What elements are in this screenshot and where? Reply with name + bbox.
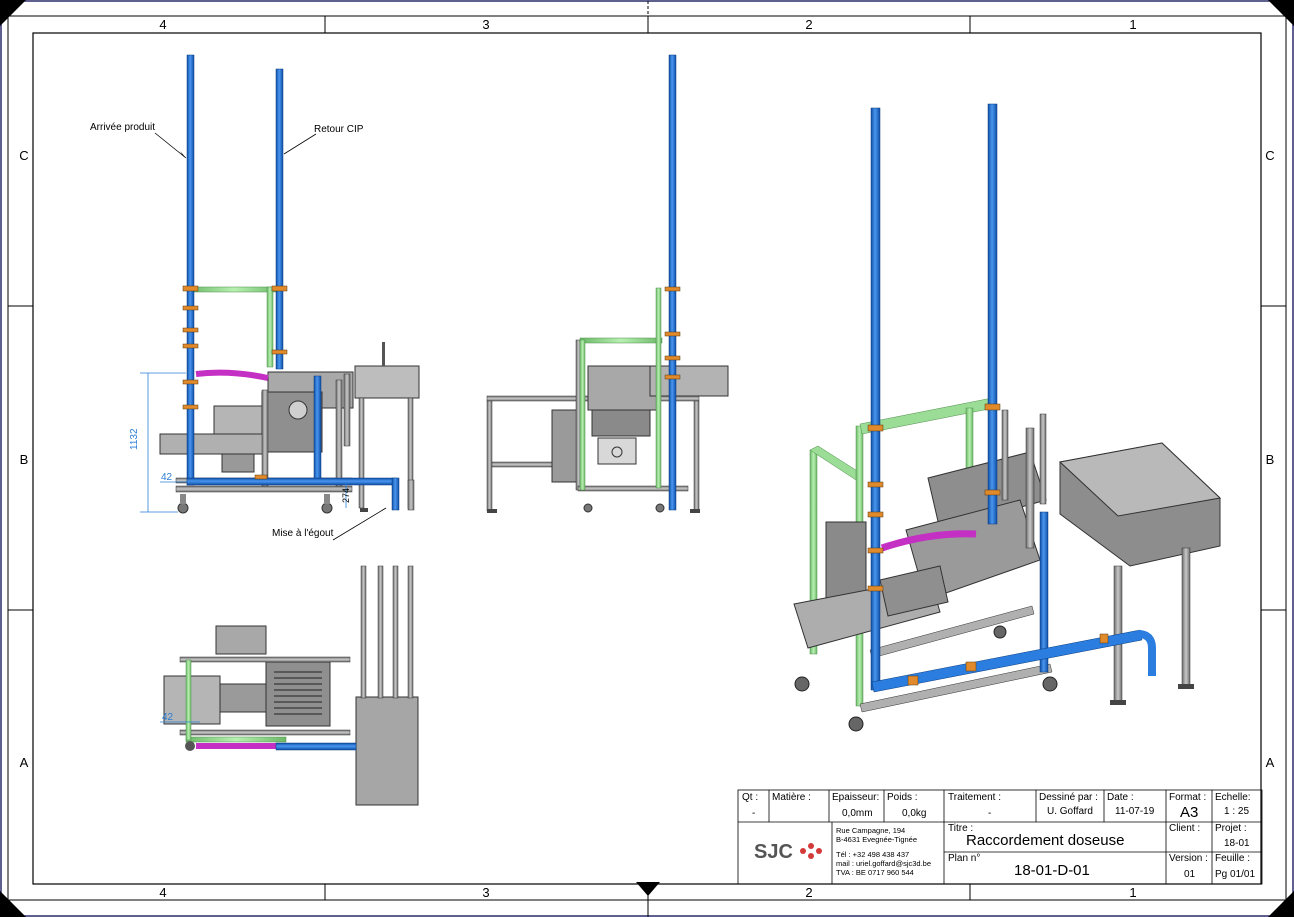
tb-project-label: Projet : <box>1215 823 1247 834</box>
tb-client-label: Client : <box>1169 823 1201 834</box>
zone-left-C: C <box>19 148 28 163</box>
zone-top-4: 4 <box>159 17 166 32</box>
company-phone: Tél : +32 498 438 437 <box>836 850 910 859</box>
tb-date-value: 11-07-19 <box>1115 806 1155 817</box>
svg-text:SJC: SJC <box>754 841 793 863</box>
tb-weight-label: Poids : <box>887 792 918 803</box>
dim-offset-top-label: 42 <box>162 712 174 723</box>
dim-small-label: 274 <box>341 488 351 503</box>
company-address: Rue Campagne, 194 B-4631 Evegnée-Tignée … <box>836 826 931 877</box>
tb-qty-value: - <box>752 808 756 819</box>
tb-version-value: 01 <box>1184 869 1196 880</box>
zone-left-A: A <box>20 755 29 770</box>
tb-treatment-label: Traitement : <box>948 792 1001 803</box>
tb-scale-label: Echelle: <box>1215 792 1251 803</box>
zone-top-3: 3 <box>482 17 489 32</box>
tb-format-label: Format : <box>1169 792 1207 803</box>
note-drain: Mise à l'égout <box>272 528 334 539</box>
zone-left-B: B <box>20 452 29 467</box>
address-line2: B-4631 Evegnée-Tignée <box>836 835 918 844</box>
zone-right-A: A <box>1266 755 1275 770</box>
note-cip-return: Retour CIP <box>314 124 364 135</box>
tb-drawn-by-value: U. Goffard <box>1047 806 1093 817</box>
zone-top-1: 1 <box>1129 17 1136 32</box>
isometric-view <box>793 103 1222 732</box>
zone-labels: 4 3 2 1 4 3 2 1 C B A C B A <box>19 17 1274 900</box>
tb-project-value: 18-01 <box>1224 838 1250 849</box>
top-view: 42 <box>160 565 419 806</box>
dim-height-label: 1132 <box>129 428 140 450</box>
front-view: 1132 42 274 <box>129 54 420 541</box>
title-block <box>737 789 1263 885</box>
zone-top-2: 2 <box>805 17 812 32</box>
tb-weight-value: 0,0kg <box>902 808 927 819</box>
tb-thickness-value: 0,0mm <box>842 808 873 819</box>
tb-title-label: Titre : <box>948 823 974 834</box>
zone-bottom-4: 4 <box>159 885 166 900</box>
tb-thickness-label: Epaisseur: <box>832 792 880 803</box>
tb-plan-value: 18-01-D-01 <box>1014 862 1090 879</box>
tb-qty-label: Qt : <box>742 792 759 803</box>
company-logo: SJC <box>754 841 822 863</box>
tb-material-label: Matière : <box>772 792 811 803</box>
tb-sheet-label: Feuille : <box>1215 853 1251 864</box>
company-mail: mail : uriel.goffard@sjc3d.be <box>836 859 932 868</box>
front-view-notes: Arrivée produit Retour CIP Mise à l'égou… <box>90 122 364 539</box>
tb-format-value: A3 <box>1180 804 1199 821</box>
zone-right-B: B <box>1266 452 1275 467</box>
company-vat: TVA : BE 0717 960 544 <box>836 868 914 877</box>
tb-treatment-value: - <box>988 808 992 819</box>
tb-scale-value: 1 : 25 <box>1224 806 1250 817</box>
zone-bottom-3: 3 <box>482 885 489 900</box>
tb-drawn-by-label: Dessiné par : <box>1039 792 1098 803</box>
side-view <box>486 54 729 513</box>
dim-offset-front-label: 42 <box>161 472 173 483</box>
zone-right-C: C <box>1265 148 1274 163</box>
zone-bottom-2: 2 <box>805 885 812 900</box>
drawing-title: Raccordement doseuse <box>966 832 1125 849</box>
tb-plan-label: Plan n° <box>948 853 981 864</box>
tb-sheet-value: Pg 01/01 <box>1215 869 1256 880</box>
tb-date-label: Date : <box>1107 792 1134 803</box>
address-line1: Rue Campagne, 194 <box>836 826 906 835</box>
note-product-inlet: Arrivée produit <box>90 122 155 133</box>
tb-version-label: Version : <box>1169 853 1208 864</box>
zone-bottom-1: 1 <box>1129 885 1136 900</box>
